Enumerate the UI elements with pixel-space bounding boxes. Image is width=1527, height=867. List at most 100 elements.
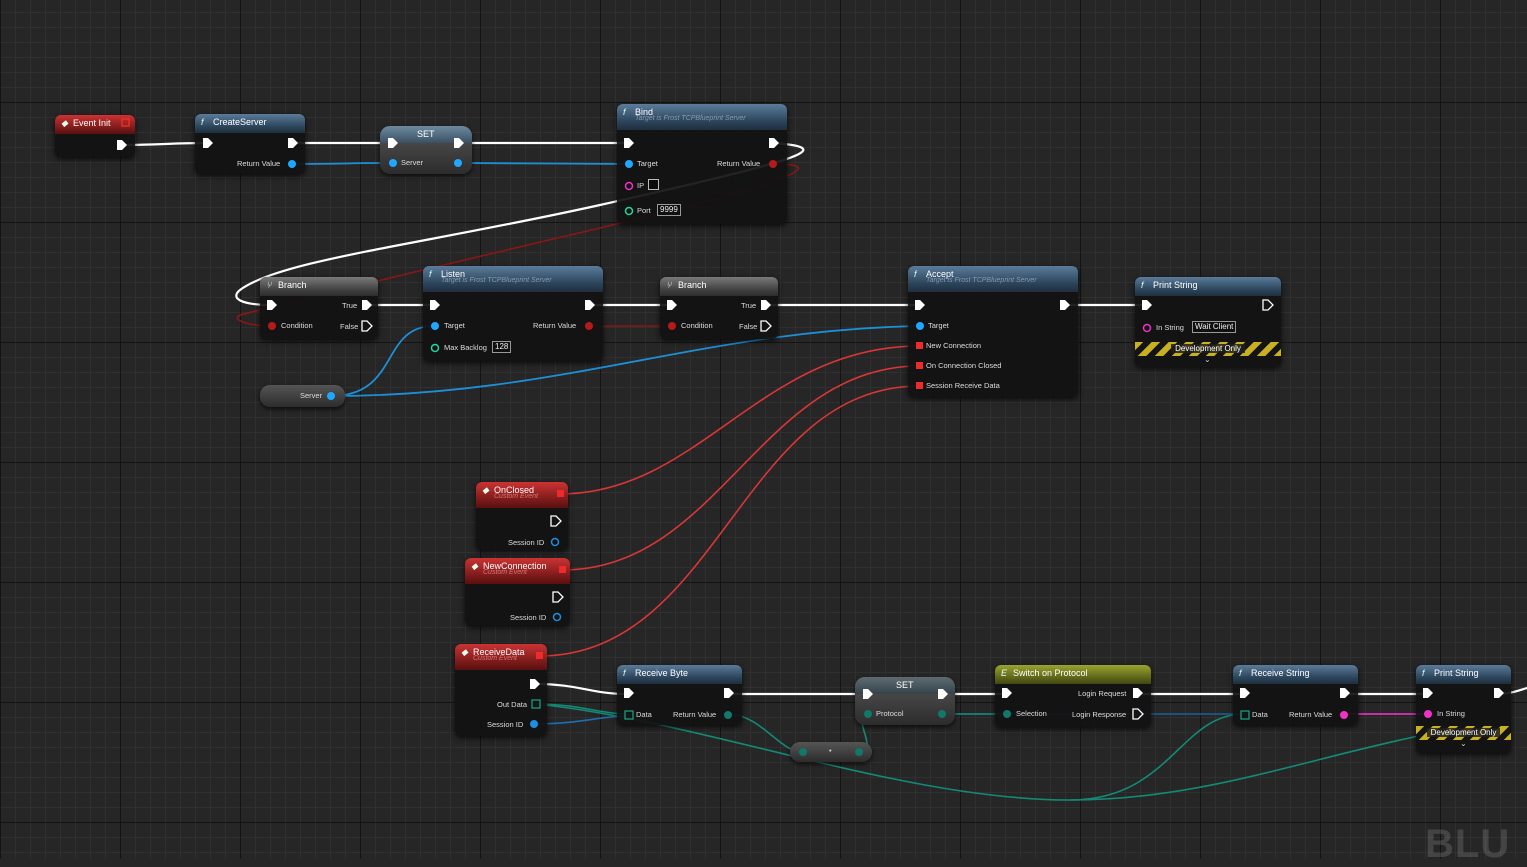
exec-out-pin-icon[interactable] <box>116 139 128 151</box>
byte-pin-icon[interactable] <box>1002 709 1012 719</box>
exec-out-pin-icon[interactable] <box>584 299 596 311</box>
exec-out-pin-icon[interactable] <box>361 299 373 311</box>
accept-node[interactable]: f Accept Target is Frost TCPBlueprint Se… <box>908 266 1078 397</box>
exec-out-pin-icon[interactable] <box>1493 687 1505 699</box>
delegate-pin-icon[interactable] <box>535 651 544 660</box>
int-pin-icon[interactable] <box>529 719 539 729</box>
exec-in-pin-icon[interactable] <box>666 299 678 311</box>
set-protocol-node[interactable]: SET Protocol <box>855 677 955 725</box>
bool-pin-icon[interactable] <box>667 321 677 331</box>
string-pin-icon[interactable] <box>624 181 634 191</box>
exec-in-pin-icon[interactable] <box>1239 687 1251 699</box>
exec-in-pin-icon[interactable] <box>387 137 399 149</box>
int-pin-icon[interactable] <box>624 206 634 216</box>
exec-in-pin-icon[interactable] <box>1422 687 1434 699</box>
receive-byte-return-label: Return Value <box>673 710 717 719</box>
create-server-node[interactable]: f CreateServer Return Value <box>195 114 305 174</box>
exec-out-pin-icon[interactable] <box>760 299 772 311</box>
int-pin-icon[interactable] <box>430 343 440 353</box>
object-pin-icon[interactable] <box>453 158 463 168</box>
exec-out-pin-icon[interactable] <box>550 515 562 527</box>
bind-node[interactable]: f Bind Target is Frost TCPBlueprint Serv… <box>617 104 787 224</box>
bind-ip-input[interactable] <box>648 179 659 190</box>
listen-max-backlog-input[interactable]: 128 <box>492 341 512 353</box>
delegate-pin-icon[interactable] <box>915 361 924 370</box>
byte-pin-icon[interactable] <box>854 747 864 757</box>
exec-out-pin-icon[interactable] <box>361 320 373 332</box>
exec-in-pin-icon[interactable] <box>914 299 926 311</box>
print-string1-in-string-input[interactable]: Wait Client <box>1192 321 1237 333</box>
byte-array-pin-icon[interactable] <box>1240 710 1250 720</box>
delegate-pin-icon[interactable] <box>915 381 924 390</box>
string-pin-icon[interactable] <box>1339 710 1349 720</box>
byte-array-pin-icon[interactable] <box>531 699 541 709</box>
byte-pin-icon[interactable] <box>863 709 873 719</box>
exec-out-pin-icon[interactable] <box>453 137 465 149</box>
branch1-node[interactable]: ⑂ Branch True Condition False <box>260 277 378 339</box>
string-pin-icon[interactable] <box>1423 709 1433 719</box>
on-closed-node[interactable]: ◆ OnClosed Custom Event Session ID <box>476 482 568 550</box>
listen-node[interactable]: f Listen Target is Frost TCPBlueprint Se… <box>423 266 603 361</box>
exec-in-pin-icon[interactable] <box>623 687 635 699</box>
exec-out-pin-icon[interactable] <box>287 137 299 149</box>
byte-array-pin-icon[interactable] <box>624 710 634 720</box>
object-pin-icon[interactable] <box>287 159 297 169</box>
print-string2-in-string-label: In String <box>1437 709 1465 718</box>
exec-out-pin-icon[interactable] <box>768 137 780 149</box>
print-string2-header: f Print String <box>1416 665 1511 684</box>
bool-pin-icon[interactable] <box>584 321 594 331</box>
reroute-node[interactable]: • <box>790 742 872 762</box>
print-string2-node[interactable]: f Print String In String Development Onl… <box>1416 665 1511 753</box>
exec-in-pin-icon[interactable] <box>623 137 635 149</box>
exec-out-pin-icon[interactable] <box>1262 299 1274 311</box>
string-pin-icon[interactable] <box>1142 323 1152 333</box>
new-connection-node[interactable]: ◆ NewConnection Custom Event Session ID <box>465 558 570 626</box>
exec-in-pin-icon[interactable] <box>1141 299 1153 311</box>
object-pin-icon[interactable] <box>915 321 925 331</box>
exec-out-pin-icon[interactable] <box>1339 687 1351 699</box>
print-string1-node[interactable]: f Print String In String Wait Client Dev… <box>1135 277 1281 367</box>
byte-pin-icon[interactable] <box>937 709 947 719</box>
event-init-node[interactable]: ◆ Event Init <box>55 115 135 157</box>
exec-out-pin-icon[interactable] <box>552 591 564 603</box>
exec-in-pin-icon[interactable] <box>429 299 441 311</box>
exec-out-pin-icon[interactable] <box>1132 687 1144 699</box>
exec-in-pin-icon[interactable] <box>862 688 874 700</box>
bind-port-input[interactable]: 9999 <box>657 204 681 216</box>
exec-out-pin-icon[interactable] <box>1059 299 1071 311</box>
exec-in-pin-icon[interactable] <box>266 299 278 311</box>
object-pin-icon[interactable] <box>388 158 398 168</box>
bool-pin-icon[interactable] <box>267 321 277 331</box>
delegate-pin-icon[interactable] <box>121 118 130 127</box>
exec-in-pin-icon[interactable] <box>1001 687 1013 699</box>
exec-out-pin-icon[interactable] <box>760 320 772 332</box>
receive-string-node[interactable]: f Receive String Data Return Value <box>1233 665 1358 725</box>
delegate-pin-icon[interactable] <box>915 341 924 350</box>
receive-byte-title: Receive Byte <box>635 668 689 678</box>
receive-data-node[interactable]: ◆ ReceiveData Custom Event Out Data Sess… <box>455 644 547 736</box>
expand-chevron-icon[interactable]: ⌄ <box>1204 355 1211 364</box>
object-pin-icon[interactable] <box>430 321 440 331</box>
branch2-node[interactable]: ⑂ Branch True Condition False <box>660 277 778 339</box>
byte-pin-icon[interactable] <box>798 747 808 757</box>
exec-out-pin-icon[interactable] <box>1132 708 1144 720</box>
delegate-pin-icon[interactable] <box>556 489 565 498</box>
set-server-node[interactable]: SET Server <box>380 126 472 174</box>
exec-out-pin-icon[interactable] <box>723 687 735 699</box>
dev-only-label: Development Only <box>1171 344 1245 353</box>
delegate-pin-icon[interactable] <box>558 565 567 574</box>
int-pin-icon[interactable] <box>552 612 562 622</box>
bool-pin-icon[interactable] <box>768 159 778 169</box>
exec-out-pin-icon[interactable] <box>937 688 949 700</box>
server-getter-node[interactable]: Server <box>260 385 345 407</box>
switch-protocol-node[interactable]: E Switch on Protocol Login Request Selec… <box>995 665 1151 727</box>
int-pin-icon[interactable] <box>550 537 560 547</box>
object-pin-icon[interactable] <box>624 159 634 169</box>
accept-header: f Accept Target is Frost TCPBlueprint Se… <box>908 266 1078 292</box>
receive-byte-node[interactable]: f Receive Byte Data Return Value <box>617 665 742 725</box>
exec-out-pin-icon[interactable] <box>529 678 541 690</box>
expand-chevron-icon[interactable]: ⌄ <box>1460 739 1467 748</box>
object-pin-icon[interactable] <box>326 391 336 401</box>
exec-in-pin-icon[interactable] <box>202 137 214 149</box>
byte-pin-icon[interactable] <box>723 710 733 720</box>
